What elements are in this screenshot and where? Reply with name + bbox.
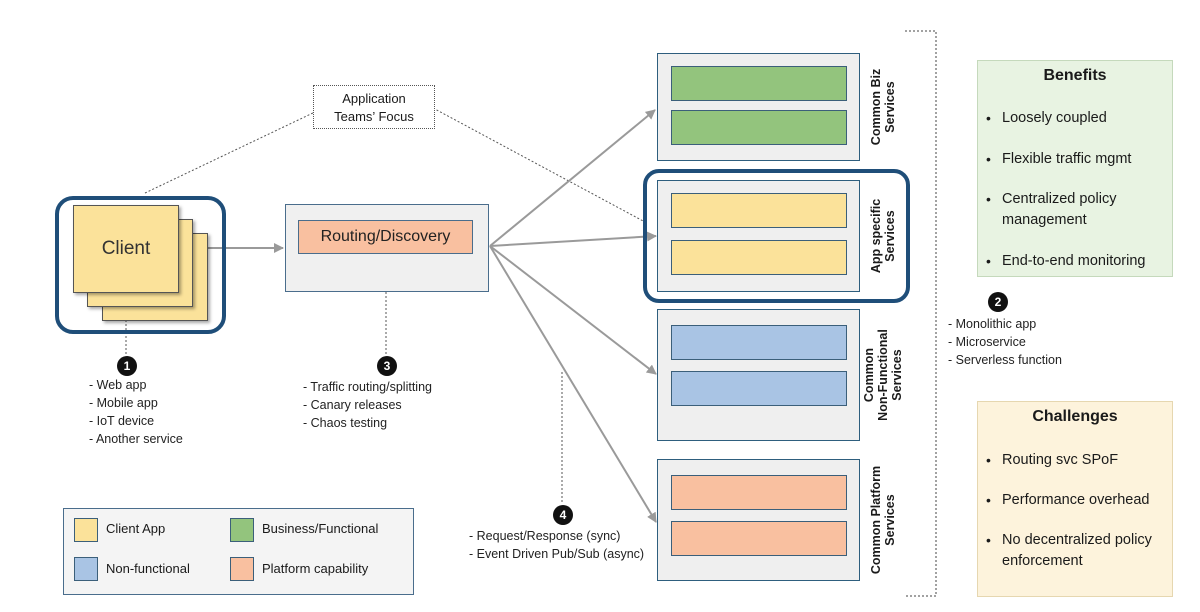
app-service-bar-2	[671, 240, 847, 275]
callout-1-badge: 1	[117, 356, 137, 376]
client-card[interactable]: Client	[73, 205, 179, 293]
platform-services-label: Common Platform Services	[869, 465, 897, 575]
biz-service-bar-2	[671, 110, 847, 145]
platform-service-bar-1	[671, 475, 847, 510]
routing-discovery-label: Routing/Discovery	[320, 228, 451, 245]
client-frame	[55, 196, 226, 334]
callout-2-item: - Serverless function	[948, 353, 1062, 367]
nf-service-bar-2	[671, 371, 847, 406]
legend-swatch-client-app	[74, 518, 98, 542]
callout-2-badge: 2	[988, 292, 1008, 312]
callout-2-item: - Microservice	[948, 335, 1026, 349]
callout-2-list: - Monolithic app - Microservice - Server…	[948, 315, 1062, 369]
legend-swatch-platform	[230, 557, 254, 581]
biz-service-bar-1	[671, 66, 847, 101]
callout-1-item: - Web app	[89, 378, 147, 392]
non-functional-services-label: Common Non-Functional Services	[862, 329, 904, 421]
callout-3-badge: 3	[377, 356, 397, 376]
benefits-title: Benefits	[1043, 67, 1107, 84]
callout-4-list: - Request/Response (sync) - Event Driven…	[469, 527, 644, 563]
legend-label-client-app: Client App	[106, 521, 166, 536]
legend: Client App Business/Functional Non-funct…	[63, 508, 414, 595]
callout-4-item: - Request/Response (sync)	[469, 529, 621, 543]
platform-service-bar-2	[671, 521, 847, 556]
legend-swatch-business	[230, 518, 254, 542]
legend-label-business: Business/Functional	[262, 521, 379, 536]
benefit-item: •Flexible traffic mgmt	[986, 151, 1132, 167]
callout-4-item: - Event Driven Pub/Sub (async)	[469, 547, 645, 561]
benefit-item: •Loosely coupled	[986, 110, 1107, 126]
callout-1-list: - Web app - Mobile app - IoT device - An…	[89, 376, 183, 448]
app-teams-focus-box: Application Teams’ Focus	[313, 85, 435, 129]
legend-label-non-functional: Non-functional	[106, 561, 190, 576]
legend-swatch-non-functional	[74, 557, 98, 581]
benefits-panel: Benefits •Loosely coupled •Flexible traf…	[977, 60, 1173, 277]
callout-3-item: - Chaos testing	[303, 416, 388, 430]
challenges-panel: Challenges •Routing svc SPoF •Performanc…	[977, 401, 1173, 597]
challenge-item: •Routing svc SPoF	[986, 452, 1119, 468]
legend-label-platform: Platform capability	[262, 561, 369, 576]
common-biz-services-label: Common Biz Services	[869, 68, 898, 146]
benefit-item: •Centralized policy management	[986, 191, 1117, 228]
callout-3-list: - Traffic routing/splitting - Canary rel…	[303, 378, 432, 432]
challenge-item: •No decentralized policy enforcement	[986, 532, 1152, 569]
app-specific-services-label: App specific Services	[869, 198, 898, 274]
callout-1-item: - IoT device	[89, 414, 155, 428]
app-specific-frame	[643, 169, 910, 303]
callout-4-badge: 4	[553, 505, 573, 525]
challenges-title: Challenges	[1032, 408, 1118, 425]
client-label: Client	[101, 238, 151, 259]
callout-1-item: - Another service	[89, 432, 183, 446]
routing-discovery-inner: Routing/Discovery	[298, 220, 473, 254]
callout-3-item: - Canary releases	[303, 398, 402, 412]
nf-service-bar-1	[671, 325, 847, 360]
callout-2-item: - Monolithic app	[948, 317, 1037, 331]
challenge-item: •Performance overhead	[986, 492, 1150, 508]
callout-1-item: - Mobile app	[89, 396, 158, 410]
focus-line-2: Teams’ Focus	[334, 109, 414, 124]
app-service-bar-1	[671, 193, 847, 228]
focus-line-1: Application	[342, 91, 406, 106]
callout-3-item: - Traffic routing/splitting	[303, 380, 432, 394]
benefit-item: •End-to-end monitoring	[986, 253, 1146, 269]
